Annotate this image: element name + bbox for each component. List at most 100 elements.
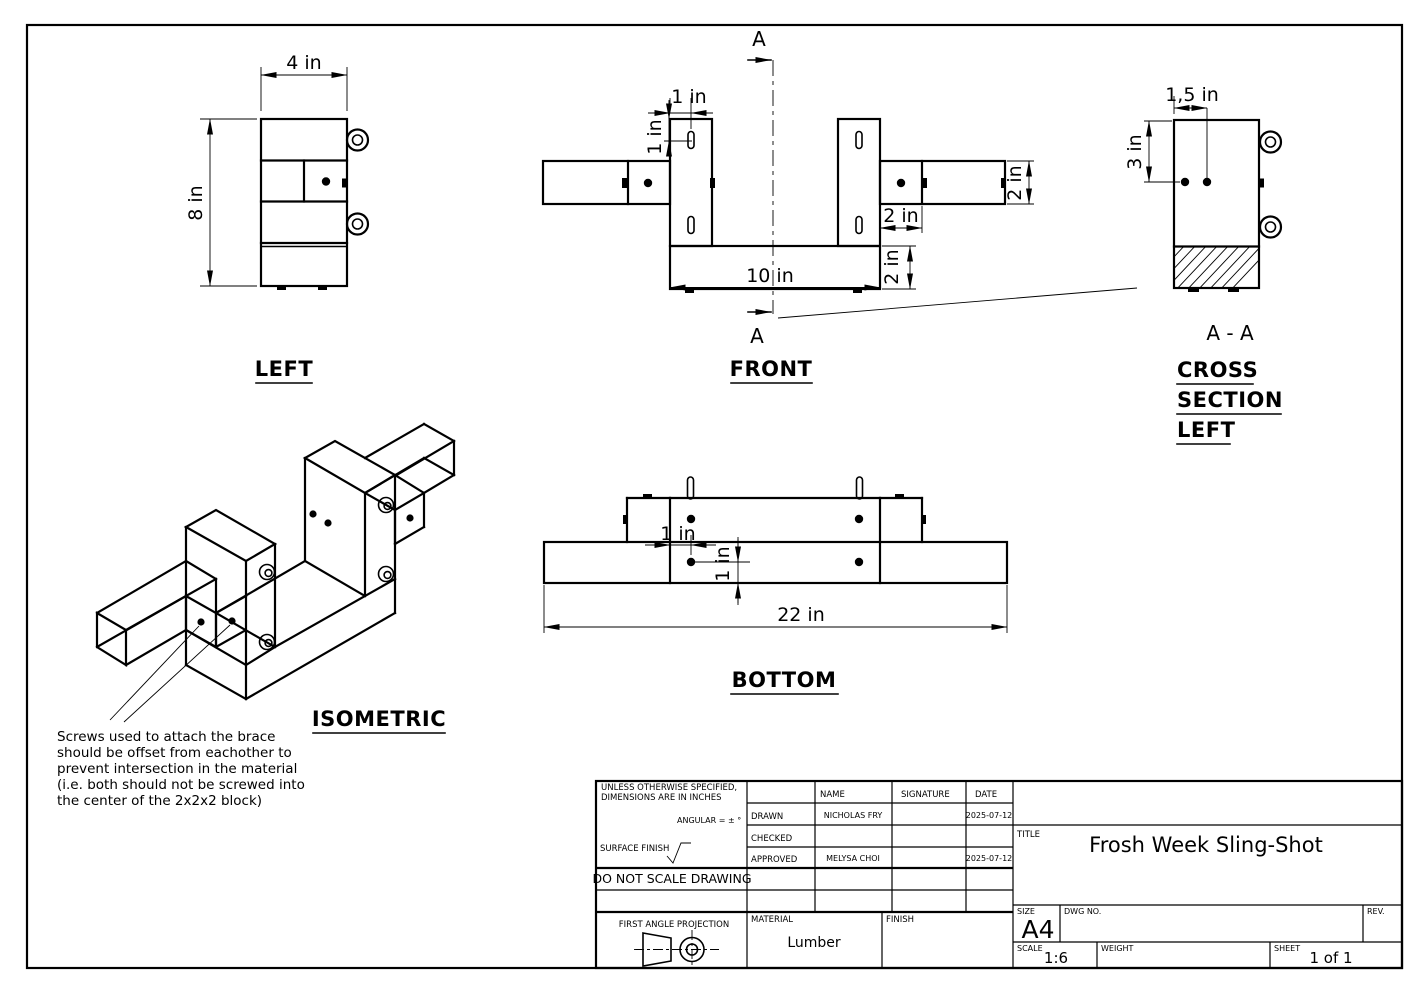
- isometric-eye-screws: [258, 496, 395, 651]
- sheet-label: SHEET: [1274, 944, 1300, 953]
- dim-label: 10 in: [746, 265, 794, 287]
- screw-dot: [854, 557, 864, 567]
- dim-label: 1 in: [644, 119, 666, 154]
- slot: [687, 215, 695, 235]
- isometric-screw-dots: [197, 510, 414, 626]
- note-line: the center of the 2x2x2 block): [57, 793, 262, 809]
- dim-front-block-width: 2 in: [879, 205, 923, 233]
- dim-front-slot-y: 1 in: [644, 100, 692, 157]
- section-marker-bottom: A: [750, 324, 764, 348]
- row-label-checked: CHECKED: [751, 834, 793, 844]
- col-header-signature: SIGNATURE: [901, 790, 950, 800]
- note-line: should be offset from eachother to: [57, 745, 292, 761]
- dim-label: 1 in: [712, 546, 734, 581]
- dim-label: 2 in: [883, 205, 918, 227]
- approved-date: 2025-07-12: [966, 854, 1013, 863]
- row-label-drawn: DRAWN: [751, 812, 783, 822]
- note-line: (i.e. both should not be screwed into: [57, 777, 305, 793]
- dim-label: 2 in: [881, 249, 903, 284]
- dim-cross-screw-depth: 3 in: [1124, 120, 1180, 183]
- title-label: TITLE: [1016, 830, 1040, 840]
- note-line: prevent intersection in the material: [57, 761, 297, 777]
- rev-label: REV.: [1367, 907, 1385, 916]
- projection-label: FIRST ANGLE PROJECTION: [619, 920, 729, 930]
- dim-bottom-total-length: 22 in: [543, 585, 1008, 633]
- dim-label: 1,5 in: [1165, 84, 1219, 106]
- dwg-no-label: DWG NO.: [1064, 907, 1101, 916]
- note-leader-line: [123, 624, 231, 723]
- isometric-wireframe: [95, 422, 456, 701]
- screw-dot: [686, 514, 696, 524]
- section-result-label: A - A: [1206, 321, 1254, 345]
- pin-slot: [855, 476, 864, 500]
- section-line: A A: [747, 27, 774, 348]
- screw-dot: [1202, 177, 1212, 187]
- approved-name: MELYSA CHOI: [826, 854, 880, 863]
- cross-section-title-line3: LEFT: [1177, 418, 1236, 442]
- dim-left-height: 8 in: [185, 118, 257, 287]
- drawn-name: NICHOLAS FRY: [824, 811, 883, 820]
- slot: [855, 130, 863, 150]
- title-block: UNLESS OTHERWISE SPECIFIED, DIMENSIONS A…: [592, 779, 1404, 970]
- dim-front-base-height: 2 in: [881, 245, 916, 290]
- dim-front-arm-height: 2 in: [1004, 160, 1034, 205]
- col-header-date: DATE: [975, 790, 997, 800]
- scale-value: 1:6: [1044, 949, 1068, 967]
- front-view: A A 1 in 1 in 10 in: [541, 27, 1138, 384]
- do-not-scale-note: DO NOT SCALE DRAWING: [592, 871, 751, 886]
- finish-label: FINISH: [886, 915, 914, 925]
- dim-bottom-screw-x: 1 in: [645, 523, 716, 555]
- screw-dot: [896, 178, 906, 188]
- screw-dot: [643, 178, 653, 188]
- drawing-title: Frosh Week Sling-Shot: [1089, 833, 1323, 857]
- weight-label: WEIGHT: [1101, 944, 1134, 953]
- bottom-view: 1 in 1 in 22 in BOTTOM: [542, 476, 1009, 695]
- isometric-view-title: ISOMETRIC: [312, 707, 446, 731]
- section-leader-line: [777, 287, 1138, 319]
- drawn-date: 2025-07-12: [966, 811, 1013, 820]
- dim-label: 4 in: [286, 52, 321, 74]
- surface-finish-icon: [666, 842, 691, 864]
- cross-section-title-line2: SECTION: [1177, 388, 1283, 412]
- left-view: 4 in 8 in LEFT: [185, 52, 370, 384]
- cross-section-title-line1: CROSS: [1177, 358, 1258, 382]
- slot: [687, 130, 695, 150]
- front-view-title: FRONT: [730, 357, 813, 381]
- angular-tolerance-note: ANGULAR = ± °: [677, 816, 741, 825]
- isometric-note: Screws used to attach the brace should b…: [57, 729, 305, 809]
- dim-front-base-length: 10 in: [669, 265, 881, 291]
- material-value: Lumber: [787, 935, 841, 951]
- screw-dot: [321, 177, 331, 186]
- screw-dot: [854, 514, 864, 524]
- title-block-grid: [594, 779, 1404, 970]
- dim-label: 1 in: [660, 523, 695, 545]
- note-line: Screws used to attach the brace: [57, 729, 276, 745]
- dim-cross-screw-offset: 1,5 in: [1165, 84, 1219, 178]
- eye-screw-icon: [1258, 130, 1283, 239]
- slot: [855, 215, 863, 235]
- scale-label: SCALE: [1017, 944, 1043, 953]
- screw-dot: [686, 557, 696, 567]
- sheet-value: 1 of 1: [1309, 949, 1352, 967]
- isometric-view: Screws used to attach the brace should b…: [57, 422, 456, 809]
- dim-label: 22 in: [777, 604, 825, 626]
- bottom-view-title: BOTTOM: [732, 668, 837, 692]
- dim-label: 1 in: [671, 86, 706, 108]
- section-marker-top: A: [752, 27, 766, 51]
- left-view-title: LEFT: [255, 357, 314, 381]
- col-header-name: NAME: [820, 790, 845, 800]
- material-label: MATERIAL: [751, 915, 793, 925]
- first-angle-projection-icon: [634, 930, 719, 969]
- dim-front-slot-x: 1 in: [648, 86, 713, 129]
- row-label-approved: APPROVED: [751, 855, 798, 865]
- screw-dot: [1180, 177, 1190, 187]
- eye-screw-icon: [345, 128, 370, 236]
- dim-label: 3 in: [1124, 134, 1146, 169]
- tolerance-note: DIMENSIONS ARE IN INCHES: [601, 793, 721, 803]
- sheet-border: [25, 23, 1404, 970]
- cross-section-view: 1,5 in 3 in A - A CROSS SECTION LEFT: [1124, 84, 1283, 445]
- note-leader-line: [109, 625, 200, 721]
- pin-slot: [686, 476, 695, 500]
